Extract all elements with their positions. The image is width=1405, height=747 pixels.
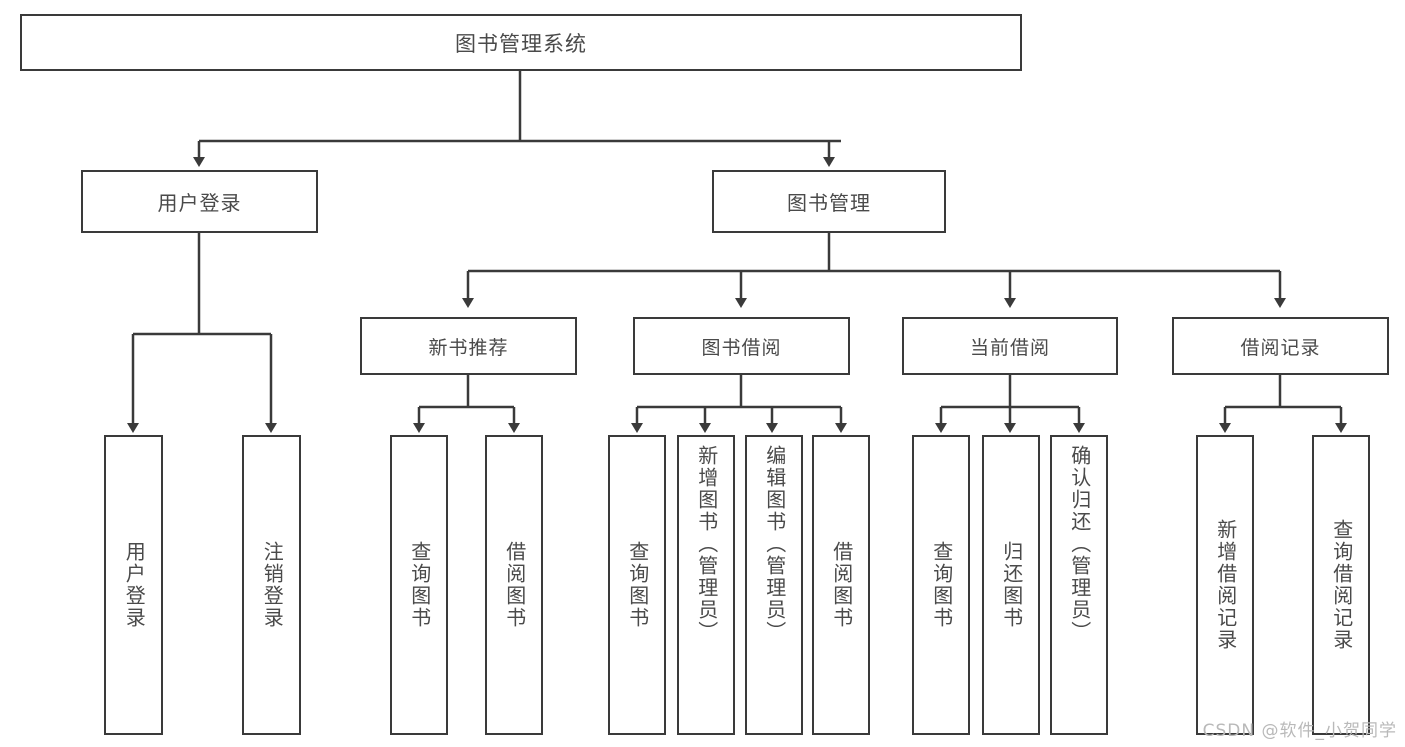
leaf-borrow-record-2[interactable]: 查询借阅记录 [1312, 435, 1370, 735]
leaf-book-borrow-4-label: 借阅图书 [829, 541, 854, 629]
node-root[interactable]: 图书管理系统 [20, 14, 1022, 71]
node-book-manage[interactable]: 图书管理 [712, 170, 946, 233]
leaf-current-borrow-3-label: 确认归还（管理员） [1067, 445, 1092, 643]
leaf-book-borrow-1[interactable]: 查询图书 [608, 435, 666, 735]
node-root-label: 图书管理系统 [455, 31, 587, 56]
node-new-book-recommend-label: 新书推荐 [428, 336, 509, 359]
leaf-current-borrow-1[interactable]: 查询图书 [912, 435, 970, 735]
leaf-borrow-record-1[interactable]: 新增借阅记录 [1196, 435, 1254, 735]
node-current-borrow[interactable]: 当前借阅 [902, 317, 1118, 375]
leaf-current-borrow-2[interactable]: 归还图书 [982, 435, 1040, 735]
leaf-user-login-1-label: 用户登录 [122, 541, 147, 629]
node-new-book-recommend[interactable]: 新书推荐 [360, 317, 577, 375]
node-book-manage-label: 图书管理 [787, 191, 871, 215]
leaf-current-borrow-3[interactable]: 确认归还（管理员） [1050, 435, 1108, 735]
leaf-new-book-2-label: 借阅图书 [502, 541, 527, 629]
leaf-book-borrow-3-label: 编辑图书（管理员） [762, 445, 787, 643]
leaf-book-borrow-4[interactable]: 借阅图书 [812, 435, 870, 735]
leaf-book-borrow-3[interactable]: 编辑图书（管理员） [745, 435, 803, 735]
leaf-user-login-2[interactable]: 注销登录 [242, 435, 301, 735]
leaf-book-borrow-2[interactable]: 新增图书（管理员） [677, 435, 735, 735]
leaf-current-borrow-1-label: 查询图书 [929, 541, 954, 629]
watermark-text: CSDN @软件_小贺同学 [1202, 721, 1397, 741]
leaf-new-book-1[interactable]: 查询图书 [390, 435, 448, 735]
leaf-book-borrow-1-label: 查询图书 [625, 541, 650, 629]
node-borrow-record-label: 借阅记录 [1240, 336, 1321, 359]
node-current-borrow-label: 当前借阅 [969, 336, 1050, 359]
node-user-login[interactable]: 用户登录 [81, 170, 318, 233]
leaf-user-login-1[interactable]: 用户登录 [104, 435, 163, 735]
leaf-book-borrow-2-label: 新增图书（管理员） [694, 445, 719, 643]
node-book-borrow-label: 图书借阅 [701, 336, 782, 359]
leaf-new-book-2[interactable]: 借阅图书 [485, 435, 543, 735]
leaf-current-borrow-2-label: 归还图书 [999, 541, 1024, 629]
leaf-borrow-record-2-label: 查询借阅记录 [1329, 519, 1354, 651]
leaf-borrow-record-1-label: 新增借阅记录 [1213, 519, 1238, 651]
node-book-borrow[interactable]: 图书借阅 [633, 317, 850, 375]
leaf-new-book-1-label: 查询图书 [407, 541, 432, 629]
node-borrow-record[interactable]: 借阅记录 [1172, 317, 1389, 375]
leaf-user-login-2-label: 注销登录 [260, 541, 285, 629]
node-user-login-label: 用户登录 [157, 191, 242, 215]
